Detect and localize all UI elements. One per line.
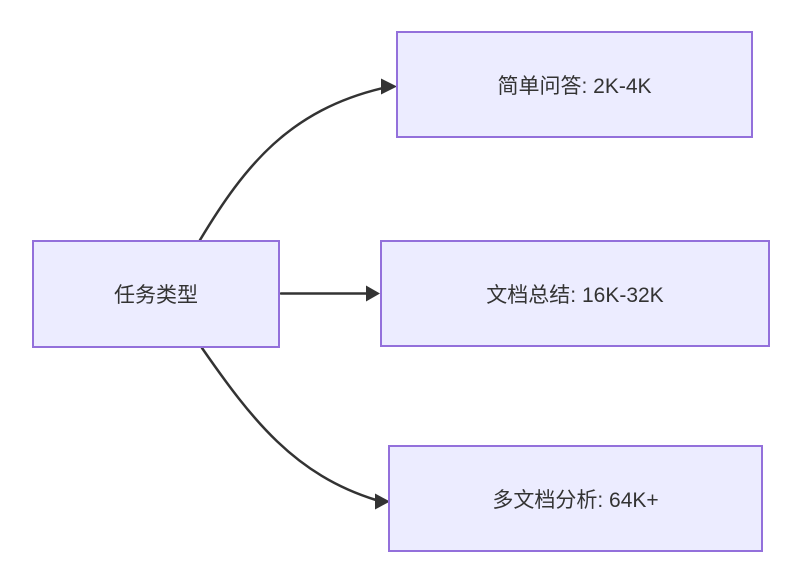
edge-root-to-doc-summary xyxy=(279,285,380,302)
edge-root-to-simple-qa xyxy=(198,78,397,242)
node-simple-qa-label: 简单问答: 2K-4K xyxy=(497,74,652,98)
node-simple-qa: 简单问答: 2K-4K xyxy=(396,31,753,138)
edge-line xyxy=(200,346,378,502)
node-task-type: 任务类型 xyxy=(32,240,280,348)
node-multi-doc-label: 多文档分析: 64K+ xyxy=(492,488,659,512)
arrowhead-icon xyxy=(375,493,390,510)
node-task-type-label: 任务类型 xyxy=(114,284,198,307)
node-multi-doc: 多文档分析: 64K+ xyxy=(388,445,763,552)
arrowhead-icon xyxy=(381,78,397,95)
node-doc-summary: 文档总结: 16K-32K xyxy=(380,240,770,347)
node-doc-summary-label: 文档总结: 16K-32K xyxy=(486,283,664,307)
edge-root-to-multi-doc xyxy=(200,346,390,510)
edge-line xyxy=(198,86,385,242)
arrowhead-icon xyxy=(366,285,380,302)
